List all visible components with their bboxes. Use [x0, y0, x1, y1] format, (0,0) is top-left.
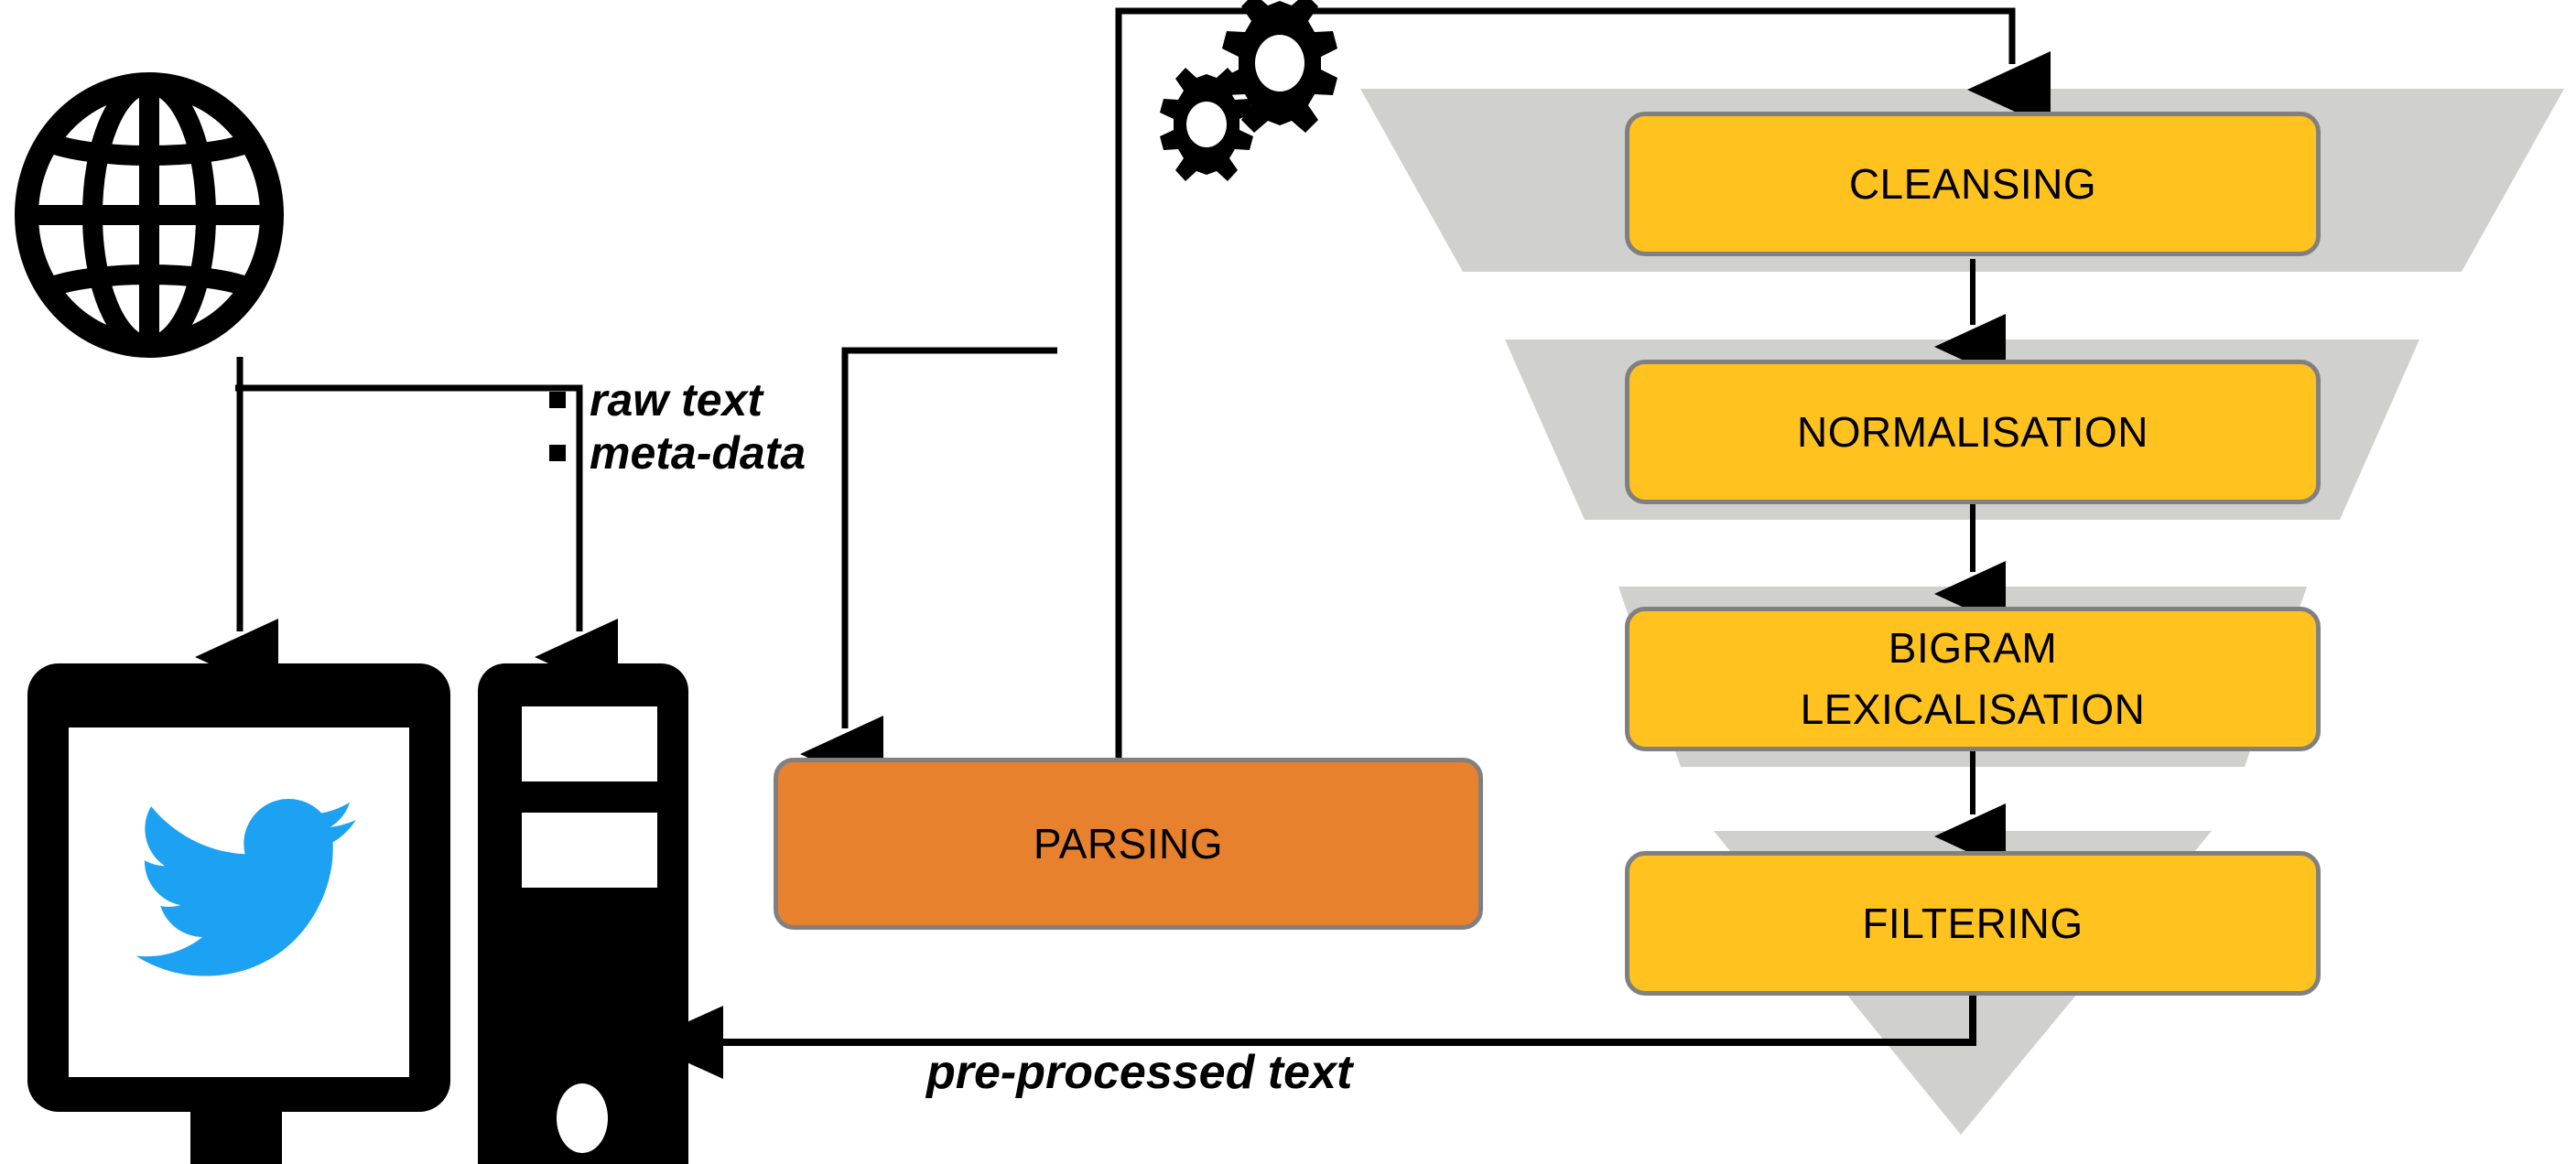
bullet-square-icon [549, 392, 566, 408]
globe-icon [15, 72, 284, 358]
node-bigram-label-line2: LEXICALISATION [1800, 685, 2146, 733]
connector-filtering-to-tower [643, 996, 1976, 1079]
connector-metadata-to-parsing [800, 347, 1057, 792]
twitter-bird-icon [135, 799, 356, 976]
gears-icon [1160, 0, 1337, 181]
node-normalisation[interactable]: NORMALISATION [1625, 360, 2321, 504]
node-parsing[interactable]: PARSING [774, 758, 1483, 930]
return-flow-label: pre-processed text [926, 1046, 1353, 1099]
node-filtering[interactable]: FILTERING [1625, 851, 2321, 996]
connector-parsing-to-cleansing [1115, 7, 2051, 758]
node-bigram-label-line1: BIGRAM [1888, 624, 2058, 673]
data-flow-label-list: raw text meta-data [549, 373, 806, 480]
list-item: meta-data [549, 426, 806, 480]
data-flow-label-meta-data: meta-data [590, 427, 806, 479]
data-flow-label-raw-text: raw text [590, 374, 763, 426]
computer-tower-icon [478, 663, 688, 1164]
node-cleansing[interactable]: CLEANSING [1625, 112, 2321, 256]
bullet-square-icon [549, 445, 566, 461]
node-filtering-label: FILTERING [1862, 899, 2084, 947]
node-cleansing-label: CLEANSING [1848, 159, 2097, 208]
node-parsing-label: PARSING [1033, 819, 1224, 868]
connector-globe-to-tower [235, 384, 618, 695]
list-item: raw text [549, 373, 806, 426]
node-normalisation-label: NORMALISATION [1797, 407, 2148, 456]
node-bigram-lexicalisation[interactable]: BIGRAM LEXICALISATION [1625, 607, 2321, 751]
